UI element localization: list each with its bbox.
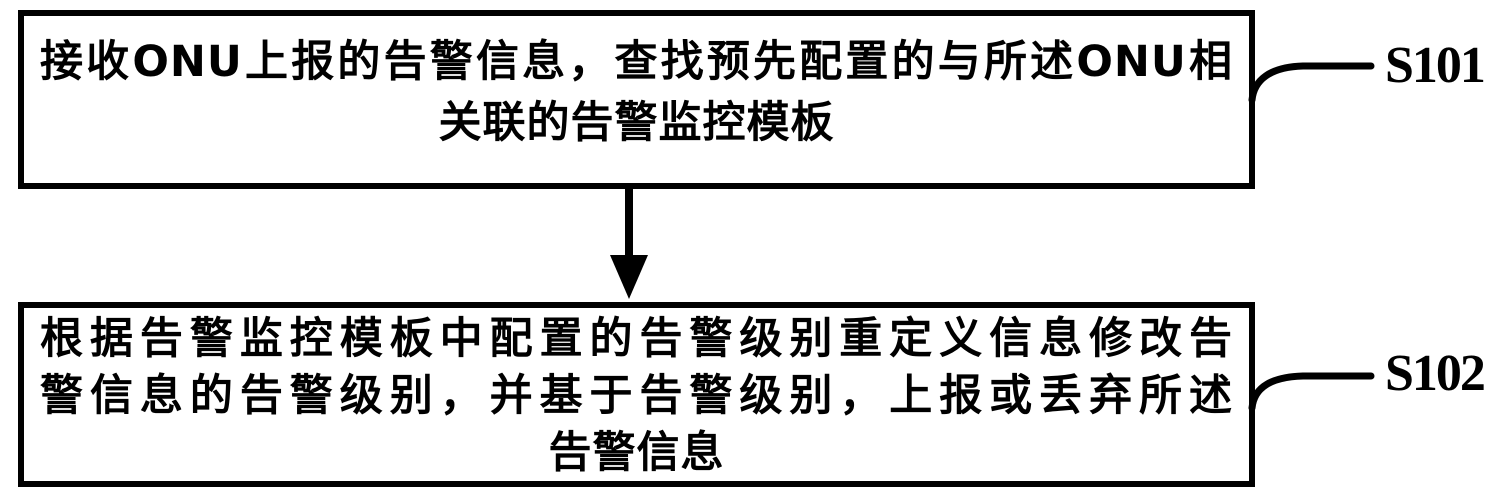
down-arrow-icon: [610, 186, 648, 299]
step-label-s101: S101: [1385, 37, 1486, 94]
step-s101-text-line-2: 关联的告警监控模板: [438, 98, 835, 148]
step-box-s101: 接收ONU上报的告警信息，查找预先配置的与所述ONU相 关联的告警监控模板: [18, 10, 1255, 189]
step-box-s102: 根据告警监控模板中配置的告警级别重定义信息修改告 警信息的告警级别，并基于告警级…: [18, 302, 1255, 487]
leader-line-s101: [1248, 62, 1375, 104]
step-s102-text-line-2: 警信息的告警级别，并基于告警级别，上报或丢弃所述: [40, 371, 1233, 421]
step-s102-text-line-1: 根据告警监控模板中配置的告警级别重定义信息修改告: [40, 314, 1233, 364]
leader-line-s102: [1248, 372, 1375, 412]
step-label-s102: S102: [1385, 345, 1486, 402]
step-s102-text-line-3: 告警信息: [548, 428, 725, 478]
step-s101-text-line-1: 接收ONU上报的告警信息，查找预先配置的与所述ONU相: [40, 37, 1233, 87]
